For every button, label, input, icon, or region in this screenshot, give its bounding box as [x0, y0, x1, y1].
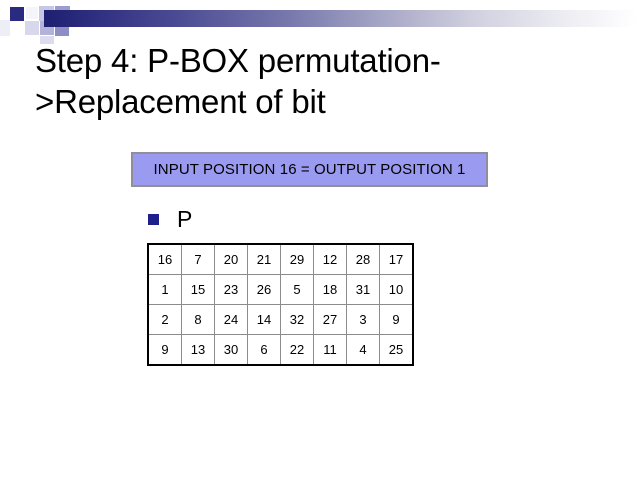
table-cell: 24 — [214, 304, 248, 335]
deco-square-icon — [10, 7, 24, 21]
table-cell: 5 — [280, 274, 314, 305]
deco-square-icon — [10, 22, 23, 35]
table-cell: 13 — [181, 334, 215, 366]
bullet-square-icon — [148, 214, 159, 225]
page-title: Step 4: P-BOX permutation->Replacement o… — [35, 42, 441, 120]
table-cell: 25 — [379, 334, 414, 366]
header-gradient-bar — [44, 10, 638, 27]
table-cell: 7 — [181, 243, 215, 275]
table-cell: 6 — [247, 334, 281, 366]
table-cell: 12 — [313, 243, 347, 275]
table-cell: 16 — [147, 243, 182, 275]
table-cell: 30 — [214, 334, 248, 366]
table-cell: 9 — [379, 304, 414, 335]
table-cell: 32 — [280, 304, 314, 335]
deco-square-icon — [26, 7, 38, 19]
table-cell: 17 — [379, 243, 414, 275]
table-cell: 10 — [379, 274, 414, 305]
table-cell: 3 — [346, 304, 380, 335]
table-cell: 11 — [313, 334, 347, 366]
table-cell: 29 — [280, 243, 314, 275]
table-cell: 20 — [214, 243, 248, 275]
callout-banner-text: INPUT POSITION 16 = OUTPUT POSITION 1 — [153, 161, 466, 178]
table-cell: 21 — [247, 243, 281, 275]
table-cell: 18 — [313, 274, 347, 305]
table-cell: 23 — [214, 274, 248, 305]
table-cell: 31 — [346, 274, 380, 305]
table-cell: 8 — [181, 304, 215, 335]
table-cell: 4 — [346, 334, 380, 366]
deco-square-icon — [25, 21, 39, 35]
table-cell: 26 — [247, 274, 281, 305]
table-cell: 28 — [346, 243, 380, 275]
bullet-item-label: P — [177, 206, 193, 232]
table-cell: 15 — [181, 274, 215, 305]
deco-square-icon — [0, 20, 10, 36]
table-cell: 14 — [247, 304, 281, 335]
table-cell: 2 — [147, 304, 182, 335]
callout-banner: INPUT POSITION 16 = OUTPUT POSITION 1 — [131, 152, 488, 187]
deco-square-icon — [40, 36, 54, 44]
table-cell: 1 — [147, 274, 182, 305]
table-cell: 22 — [280, 334, 314, 366]
table-cell: 9 — [147, 334, 182, 366]
table-cell: 27 — [313, 304, 347, 335]
bullet-item-p: P — [148, 208, 192, 231]
